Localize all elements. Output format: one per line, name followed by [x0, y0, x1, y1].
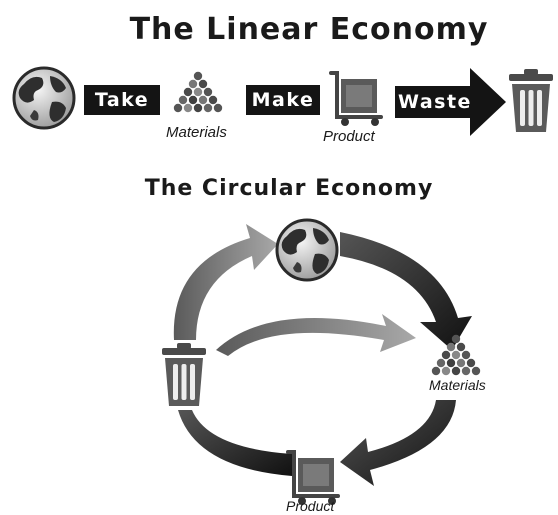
linear-product-caption: Product: [323, 128, 375, 145]
waste-arrow: [395, 68, 506, 136]
linear-product-cart-icon: [329, 71, 383, 128]
waste-step-label: Waste: [398, 91, 472, 113]
linear-materials-pile-icon: [173, 71, 223, 113]
circular-materials-pile-icon: [431, 334, 481, 376]
arrow-product-to-bin: [178, 410, 292, 476]
linear-globe-icon: [12, 66, 76, 130]
arrow-globe-to-materials: [340, 232, 472, 350]
arrow-bin-to-globe: [173, 224, 278, 340]
arrow-materials-to-product: [340, 400, 456, 486]
arrow-bin-to-materials: [216, 314, 416, 356]
circular-product-caption: Product: [286, 498, 335, 514]
make-step-label: Make: [246, 85, 320, 115]
circular-globe-icon: [275, 218, 339, 282]
linear-materials-caption: Materials: [166, 124, 227, 141]
take-step-label: Take: [84, 85, 160, 115]
circular-trash-bin-icon: [162, 343, 206, 406]
linear-economy-title: The Linear Economy: [129, 12, 489, 47]
linear-trash-bin-icon: [509, 69, 553, 132]
circular-economy-title: The Circular Economy: [144, 176, 434, 201]
circular-materials-caption: Materials: [429, 377, 486, 393]
